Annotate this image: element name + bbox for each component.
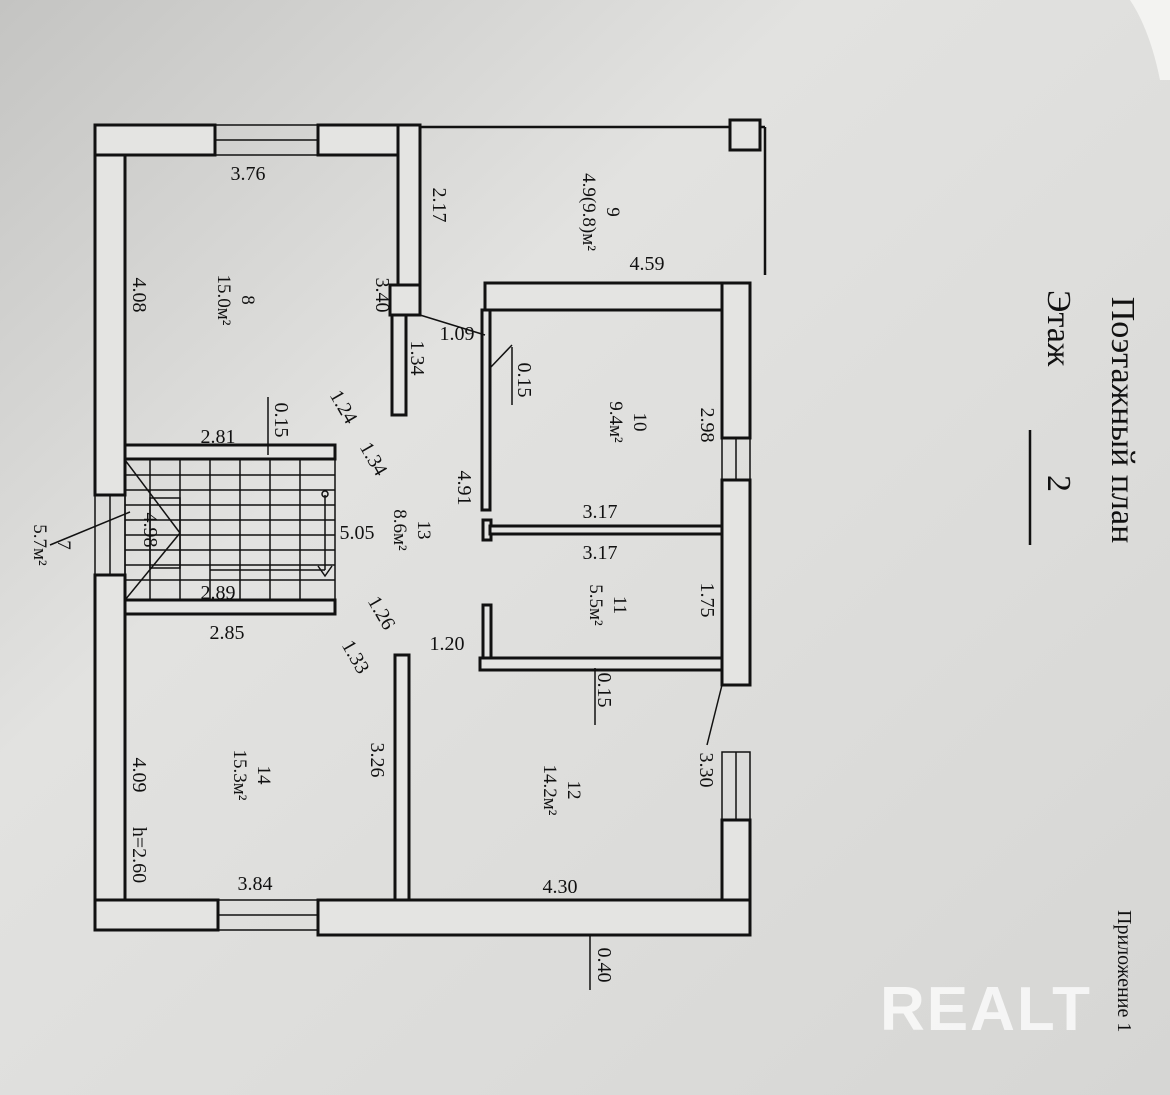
svg-text:1.09: 1.09	[440, 323, 475, 345]
floor-heading: Этаж 2	[1028, 290, 1077, 545]
svg-text:2.98: 2.98	[696, 408, 718, 443]
svg-text:1.20: 1.20	[430, 633, 465, 655]
door-swings	[267, 314, 723, 990]
room-10: 10 9.4м²	[605, 401, 650, 443]
svg-text:0.15: 0.15	[593, 673, 615, 708]
room-9: 9 4.9(9.8)м²	[578, 173, 623, 251]
svg-text:15.3м²: 15.3м²	[229, 750, 250, 801]
room-7: 7 5.7м²	[29, 524, 74, 566]
svg-text:4.91: 4.91	[453, 471, 475, 506]
svg-text:8: 8	[237, 295, 258, 305]
svg-text:3.76: 3.76	[231, 163, 266, 185]
svg-text:3.26: 3.26	[366, 743, 388, 778]
svg-text:4.59: 4.59	[630, 253, 665, 275]
plan-title: Поэтажный план	[1104, 297, 1141, 544]
svg-text:3.84: 3.84	[238, 873, 273, 895]
svg-text:2.85: 2.85	[210, 622, 245, 644]
svg-text:7: 7	[53, 540, 74, 550]
svg-text:2.89: 2.89	[201, 582, 236, 604]
svg-text:11: 11	[609, 596, 630, 614]
svg-text:0.15: 0.15	[270, 403, 292, 438]
svg-text:0.15: 0.15	[513, 363, 535, 398]
svg-text:10: 10	[629, 413, 650, 432]
room-12: 12 14.2м²	[539, 765, 584, 816]
svg-text:14: 14	[253, 766, 274, 786]
svg-text:4.09: 4.09	[128, 758, 150, 793]
dimensions-horizontal: 3.76 4.59 1.09 2.81 5.05 3.17 3.17 2.89 …	[201, 163, 665, 898]
svg-text:5.05: 5.05	[340, 522, 375, 544]
svg-text:3.17: 3.17	[583, 542, 618, 564]
svg-text:15.0м²: 15.0м²	[213, 275, 234, 326]
svg-text:4.98: 4.98	[139, 513, 161, 548]
realt-watermark: REALT	[880, 975, 1092, 1044]
stairs	[49, 458, 336, 601]
appendix-label: Приложение 1	[1113, 910, 1135, 1032]
svg-text:14.2м²: 14.2м²	[539, 765, 560, 816]
room-14: 14 15.3м²	[229, 750, 274, 801]
floor-number: 2	[1040, 475, 1077, 492]
svg-text:3.17: 3.17	[583, 501, 618, 523]
svg-text:4.30: 4.30	[543, 876, 578, 898]
svg-text:2.17: 2.17	[428, 188, 450, 223]
floor-label: Этаж	[1040, 290, 1077, 367]
svg-text:12: 12	[563, 781, 584, 800]
svg-text:2.81: 2.81	[201, 426, 236, 448]
room-13: 13 8.6м²	[389, 509, 434, 551]
room-8: 8 15.0м²	[213, 275, 258, 326]
svg-text:3.30: 3.30	[695, 753, 717, 788]
svg-text:4.9(9.8)м²: 4.9(9.8)м²	[578, 173, 599, 251]
svg-text:1.34: 1.34	[406, 341, 428, 376]
page-edge	[1130, 0, 1170, 80]
svg-text:13: 13	[413, 521, 434, 540]
svg-text:4.08: 4.08	[128, 278, 150, 313]
room-11: 11 5.5м²	[585, 584, 630, 626]
svg-text:5.7м²: 5.7м²	[29, 524, 50, 566]
svg-text:5.5м²: 5.5м²	[585, 584, 606, 626]
svg-text:0.40: 0.40	[593, 948, 615, 983]
svg-text:3.40: 3.40	[371, 278, 393, 313]
svg-text:h=2.60: h=2.60	[128, 827, 150, 883]
svg-text:9: 9	[602, 207, 623, 217]
svg-text:8.6м²: 8.6м²	[389, 509, 410, 551]
svg-text:1.75: 1.75	[696, 583, 718, 618]
svg-text:9.4м²: 9.4м²	[605, 401, 626, 443]
